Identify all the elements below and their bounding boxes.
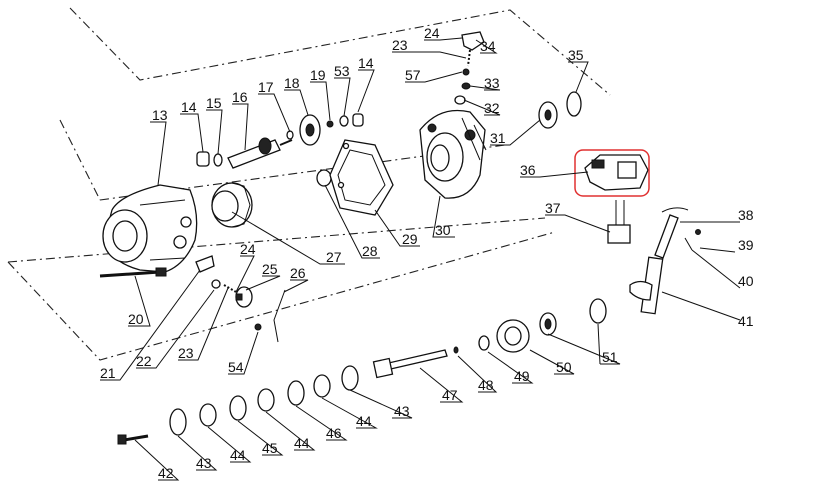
label-25: 25 [262, 261, 278, 277]
label-20: 20 [128, 311, 144, 327]
ring-part-32 [454, 95, 466, 105]
label-27: 27 [326, 249, 342, 265]
spring-pin-part-26 [273, 289, 286, 343]
label-43a: 43 [196, 455, 212, 471]
ring-part-43b [341, 365, 359, 391]
label-49: 49 [514, 368, 530, 384]
washer-part-44b [257, 388, 275, 412]
label-36: 36 [520, 162, 536, 178]
screw-part-20 [99, 267, 167, 278]
pin-part-48 [453, 346, 459, 354]
rotor-shaft-part-16 [227, 137, 293, 169]
label-31: 31 [490, 130, 506, 146]
label-33: 33 [484, 75, 500, 91]
bearing-part-31 [538, 101, 558, 129]
label-24b: 24 [240, 241, 256, 257]
label-29: 29 [402, 231, 418, 247]
label-14: 14 [181, 99, 197, 115]
gear-part-18 [299, 114, 321, 146]
label-40: 40 [738, 273, 754, 289]
label-34: 34 [480, 38, 496, 54]
label-51: 51 [602, 349, 618, 365]
gear-wheel-part-27 [211, 182, 253, 228]
label-47: 47 [442, 387, 458, 403]
retaining-ring-part-35 [566, 91, 582, 117]
label-21: 21 [100, 365, 116, 381]
bushing-part-14 [196, 151, 210, 167]
ball-part-57 [462, 68, 470, 76]
motor-housing-part-30 [419, 109, 487, 199]
label-18: 18 [284, 75, 300, 91]
spring-part-23a [467, 49, 471, 67]
label-41: 41 [738, 313, 754, 329]
label-37: 37 [545, 200, 561, 216]
label-48: 48 [478, 377, 494, 393]
bolt-part-42 [117, 434, 149, 445]
ring-part-15 [213, 153, 223, 167]
switch-part-36[interactable] [574, 149, 650, 197]
retaining-ring-part-51 [589, 298, 607, 324]
assembly-dash-lines [7, 7, 611, 361]
label-15: 15 [206, 95, 222, 111]
label-54: 54 [228, 359, 244, 375]
ring-part-43a [169, 408, 187, 436]
label-30: 30 [435, 222, 451, 238]
label-22: 22 [136, 353, 152, 369]
valve-part-25 [235, 286, 253, 308]
washer-part-17 [286, 130, 294, 140]
part-labels: 13 14 15 16 17 18 19 53 14 23 24 34 57 3… [100, 25, 754, 481]
handle-part-41 [629, 207, 701, 315]
washer-part-44c [313, 374, 331, 398]
washer-part-22 [211, 279, 221, 289]
label-45: 45 [262, 440, 278, 456]
label-39: 39 [738, 237, 754, 253]
label-42: 42 [158, 465, 174, 481]
label-32: 32 [484, 100, 500, 116]
label-44a: 44 [230, 447, 246, 463]
bushing-part-14b [352, 113, 364, 127]
ring-part-46 [287, 380, 305, 406]
label-46: 46 [326, 425, 342, 441]
label-16: 16 [232, 89, 248, 105]
label-23b: 23 [178, 345, 194, 361]
label-24a: 24 [424, 25, 440, 41]
label-14b: 14 [358, 55, 374, 71]
label-50: 50 [556, 359, 572, 375]
label-13: 13 [152, 107, 168, 123]
spindle-part-47 [372, 349, 448, 379]
bearing-part-50 [496, 319, 530, 353]
label-28: 28 [362, 243, 378, 259]
label-17: 17 [258, 79, 274, 95]
label-23a: 23 [392, 37, 408, 53]
washer-part-44a [199, 403, 217, 427]
label-44c: 44 [356, 413, 372, 429]
bushing-part-28 [316, 169, 332, 187]
label-43b: 43 [394, 403, 410, 419]
ring-part-33 [461, 82, 471, 90]
label-44b: 44 [294, 435, 310, 451]
label-26: 26 [290, 265, 306, 281]
label-53: 53 [334, 63, 350, 79]
label-35: 35 [568, 47, 584, 63]
brush-part-37 [607, 200, 631, 244]
spring-part-24b [223, 284, 237, 293]
ring-part-49 [478, 335, 490, 351]
bearing-part-50b [539, 312, 557, 336]
gasket-part-29 [329, 139, 394, 216]
leader-lines [100, 37, 741, 481]
washer-part-53 [339, 115, 349, 127]
gear-housing-part-13 [102, 184, 198, 273]
fitting-part-21 [195, 255, 215, 273]
label-57: 57 [405, 67, 421, 83]
label-19: 19 [310, 67, 326, 83]
pin-part-19 [326, 120, 334, 128]
pin-part-54 [254, 323, 262, 331]
ring-part-45 [229, 395, 247, 421]
label-38: 38 [738, 207, 754, 223]
lever-part-34 [461, 31, 485, 51]
